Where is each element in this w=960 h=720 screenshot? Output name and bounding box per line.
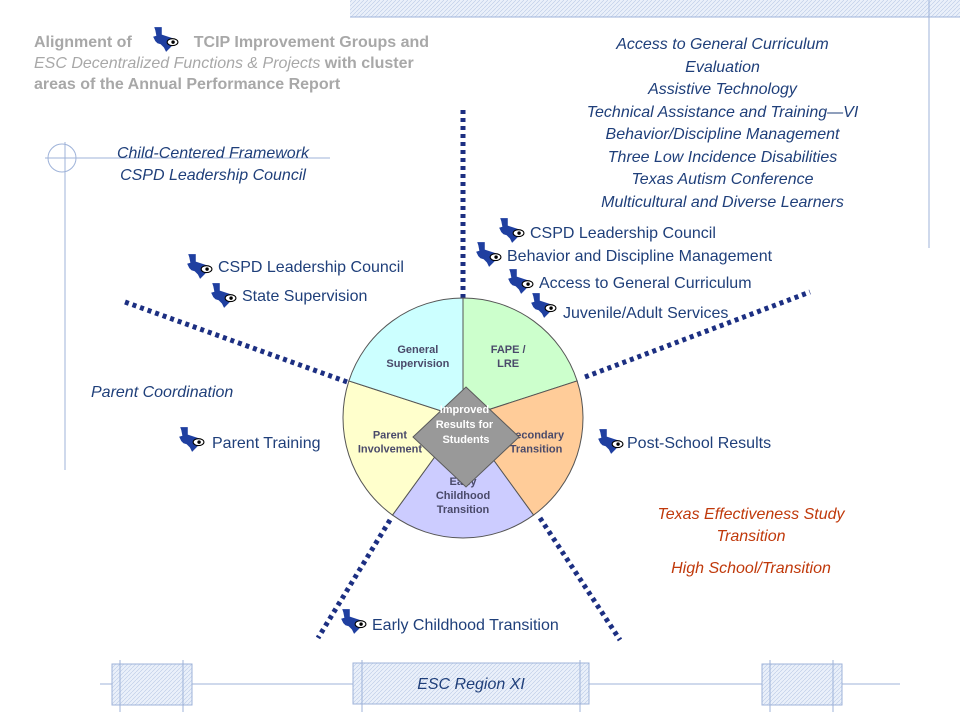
upper-left-item-supervision: State Supervision [242, 288, 368, 305]
connector-bottom-left [315, 518, 393, 640]
wheel-segment-fape-lre [462, 297, 578, 419]
left-frame-circle [47, 143, 77, 173]
child-centered-line1: Child-Centered Framework [116, 145, 310, 162]
early-childhood-transition-label: Early Childhood Transition [372, 617, 559, 634]
title-line1-b: TCIP Improvement Groups and [193, 34, 430, 51]
top-right-item: Access to General Curriculum [616, 36, 829, 53]
child-centered-line2: CSPD Leadership Council [120, 167, 306, 184]
connector-bottom-right [537, 516, 623, 642]
top-right-item: Evaluation [685, 58, 760, 76]
parent-training-label: Parent Training [212, 435, 321, 452]
child-centered-block: Child-Centered Framework CSPD Leadership… [82, 143, 344, 187]
center-label-line1: Improved [440, 404, 490, 416]
footer-box-left [111, 663, 193, 706]
top-right-item: Texas Autism Conference [631, 171, 814, 188]
high-school-transition-label: High School/Transition [671, 560, 831, 577]
top-right-item: Multicultural and Diverse Learners [601, 193, 844, 211]
texas-map-icon [597, 428, 624, 455]
wheel-label-fape-lre: FAPE /LRE [491, 344, 526, 370]
texas-map-icon [210, 282, 237, 309]
footer-box-right [761, 663, 843, 706]
texas-effectiveness-block: Texas Effectiveness Study Transition [610, 504, 892, 548]
footer-label: ESC Region XI [417, 676, 525, 693]
center-label-line2: Results for [436, 419, 494, 431]
upper-right-item-access: Access to General Curriculum [539, 275, 752, 292]
wheel-segment-general-supervision [348, 297, 464, 419]
texas-effectiveness-line1: Texas Effectiveness Study [657, 506, 845, 523]
upper-left-item-cspd: CSPD Leadership Council [218, 259, 404, 276]
texas-map-icon [340, 608, 367, 635]
top-right-item: Technical Assistance and Training—VI [586, 103, 859, 121]
title-line2-b: with cluster [324, 55, 414, 72]
title-line2-a: ESC Decentralized Functions & Projects [34, 55, 321, 72]
top-right-item: Assistive Technology [648, 81, 797, 98]
texas-map-icon [530, 292, 557, 319]
title-line1-a: Alignment of [34, 34, 132, 51]
parent-coordination-label: Parent Coordination [91, 384, 234, 401]
connector-right [584, 289, 811, 380]
texas-map-icon [475, 241, 502, 268]
post-school-results-label: Post-School Results [627, 435, 772, 452]
texas-map-icon [186, 253, 213, 280]
upper-right-item-cspd: CSPD Leadership Council [530, 225, 716, 242]
top-hatch-bar [350, 0, 960, 17]
upper-right-item-behavior: Behavior and Discipline Management [507, 248, 773, 265]
top-right-item: Behavior/Discipline Management [605, 126, 840, 143]
title-line3: areas of the Annual Performance Report [34, 76, 341, 93]
upper-right-item-juvenile: Juvenile/Adult Services [563, 305, 729, 322]
texas-map-icon [178, 426, 205, 453]
texas-effectiveness-line2: Transition [716, 528, 786, 545]
connector-left [124, 299, 351, 386]
top-right-list: Access to General Curriculum Evaluation … [560, 34, 885, 214]
svg-text:Improved Results for: Improved Results for Students [436, 404, 497, 446]
center-diamond [412, 386, 520, 488]
center-label-line3: Students [442, 434, 489, 446]
footer-box-center [352, 662, 590, 705]
title-texas-icon [152, 26, 179, 53]
top-right-item: Three Low Incidence Disabilities [607, 148, 838, 166]
results-wheel-labels: FAPE /LRESecondaryTransitionEarlyChildho… [358, 344, 565, 516]
wheel-segment-parent-involvement [342, 380, 464, 516]
